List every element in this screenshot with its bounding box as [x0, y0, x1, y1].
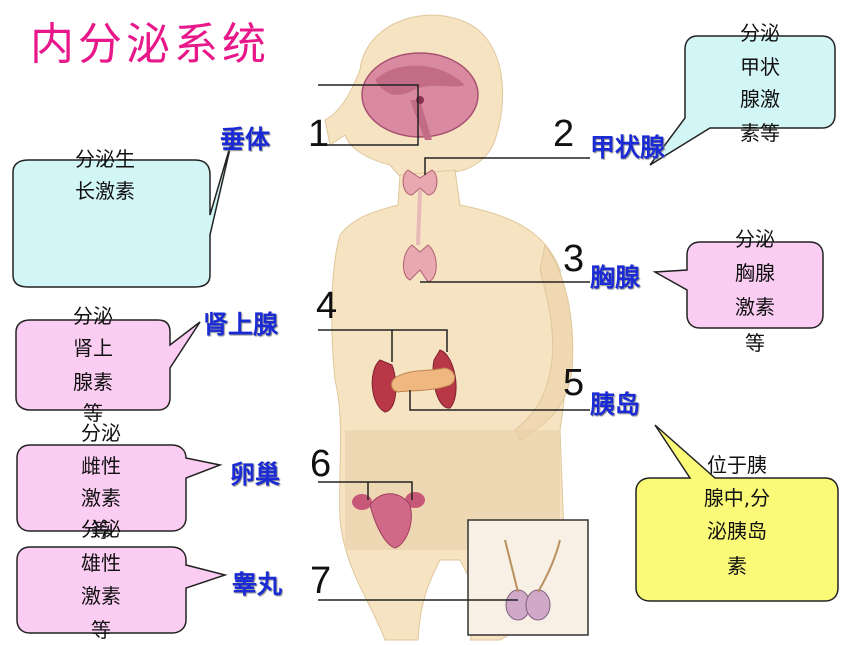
gland-number-6: 6 [310, 443, 332, 485]
callout-adrenal-line-3: 腺素 [73, 370, 113, 394]
gland-label-adrenal: 肾上腺 [203, 310, 279, 339]
page-title: 内分泌系统 [30, 19, 270, 70]
gland-number-4: 4 [316, 285, 338, 327]
pancreas-organ [391, 367, 456, 393]
callout-islet-line-2: 腺中,分 [704, 486, 770, 510]
callout-thymus: 分泌 胸腺 激素 等 [652, 227, 824, 355]
gland-label-thyroid: 甲状腺 [590, 133, 666, 162]
gland-number-3: 3 [563, 238, 585, 280]
callout-pituitary: 分泌生 长激素 [12, 139, 233, 288]
callout-thyroid-line-4: 素等 [740, 121, 780, 145]
callout-testis: 分泌 雄性 激素 等 [16, 517, 228, 642]
gland-number-2: 2 [553, 113, 575, 155]
callout-thymus-line-4: 等 [745, 331, 765, 355]
callout-ovary-line-3: 激素 [81, 486, 121, 510]
callout-thyroid-line-3: 腺激 [740, 87, 780, 111]
callout-adrenal: 分泌 肾上 腺素 等 [15, 304, 201, 425]
uterus-ovaries [352, 492, 425, 549]
callout-islet-line-3: 泌胰岛 [707, 519, 767, 543]
callout-islet: 位于胰 腺中,分 泌胰岛 素 [635, 424, 839, 602]
gland-label-pituitary: 垂体 [220, 125, 271, 154]
brain [361, 52, 479, 140]
callout-testis-line-2: 雄性 [81, 551, 121, 575]
gland-label-testis: 睾丸 [232, 570, 283, 599]
callout-ovary-line-2: 雌性 [81, 454, 121, 478]
gland-number-7: 7 [310, 560, 332, 602]
callout-thyroid: 分泌 甲状 腺激 素等 [649, 21, 836, 166]
callout-testis-line-1: 分泌 [81, 517, 121, 541]
callout-pituitary-line-1: 分泌生 [75, 147, 135, 171]
callout-testis-line-3: 激素 [81, 584, 121, 608]
callout-thyroid-line-2: 甲状 [740, 55, 780, 79]
callout-pituitary-line-2: 长激素 [75, 179, 135, 203]
gland-label-ovary: 卵巢 [230, 460, 281, 489]
callout-islet-line-1: 位于胰 [707, 453, 767, 477]
gland-label-thymus: 胸腺 [590, 263, 641, 292]
callout-islet-line-4: 素 [727, 554, 747, 578]
callout-thymus-line-3: 激素 [735, 295, 775, 319]
callout-thymus-line-2: 胸腺 [735, 261, 775, 285]
callout-ovary: 分泌 雌性 激素 等 [16, 421, 223, 542]
gland-label-islet: 胰岛 [590, 390, 641, 419]
leader-lines [318, 84, 590, 601]
gland-number-5: 5 [563, 362, 585, 404]
callout-thymus-line-1: 分泌 [735, 227, 775, 251]
testis-inset [467, 519, 589, 636]
thyroid-organ [402, 169, 438, 196]
callout-testis-line-4: 等 [91, 618, 111, 642]
callout-adrenal-line-1: 分泌 [73, 304, 113, 328]
callout-adrenal-line-2: 肾上 [73, 336, 113, 360]
gland-number-1: 1 [308, 113, 330, 155]
callout-ovary-line-1: 分泌 [81, 421, 121, 445]
callout-adrenal-line-4: 等 [83, 401, 103, 425]
callout-ovary-line-4: 等 [91, 518, 111, 542]
callout-thyroid-line-1: 分泌 [740, 21, 780, 45]
